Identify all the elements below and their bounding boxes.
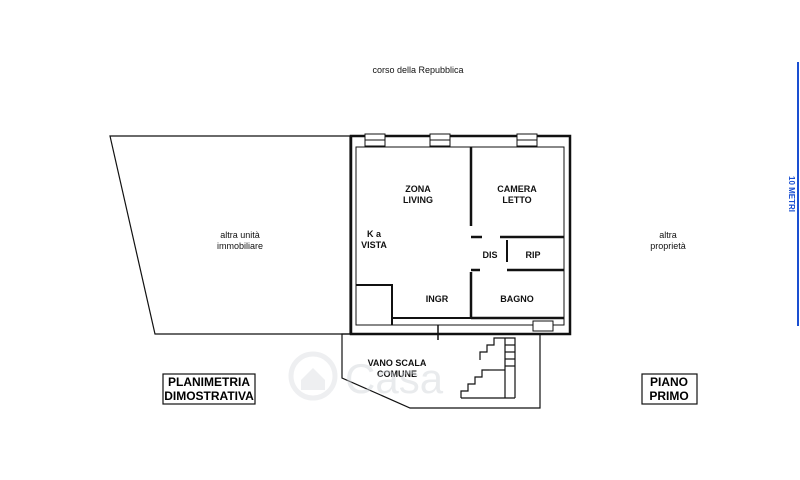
street-label: corso della Repubblica — [372, 65, 463, 75]
floor-box — [641, 373, 698, 405]
left-area-line2: immobiliare — [217, 241, 263, 251]
right-area-line2: proprietà — [650, 241, 686, 251]
room-living-line1: ZONA — [405, 184, 431, 194]
floor-box-line1: PIANO — [650, 375, 688, 389]
room-bagno: BAGNO — [500, 294, 534, 304]
floor-box-line2: PRIMO — [649, 389, 688, 403]
title-box-line2: DIMOSTRATIVA — [164, 389, 254, 403]
room-bedroom-line1: CAMERA — [497, 184, 537, 194]
room-ingr: INGR — [426, 294, 449, 304]
apartment-outer-wall — [349, 134, 572, 336]
room-living-line2: LIVING — [403, 195, 433, 205]
scale-label: 10 METRI — [787, 176, 796, 212]
room-stair-line2: COMUNE — [377, 369, 417, 379]
room-rip: RIP — [525, 250, 540, 260]
left-area-line1: altra unità — [220, 230, 260, 240]
title-box-line1: PLANIMETRIA — [168, 375, 250, 389]
room-stair-line1: VANO SCALA — [368, 358, 427, 368]
windows-top — [364, 133, 554, 332]
watermark-logo — [288, 351, 338, 401]
stairs — [460, 337, 516, 399]
stairwell-outline — [341, 333, 541, 409]
title-box — [162, 373, 256, 405]
room-kitchen-line2: VISTA — [361, 240, 387, 250]
room-bedroom-line2: LETTO — [502, 195, 531, 205]
interior-walls — [356, 147, 564, 340]
room-dis: DIS — [482, 250, 497, 260]
room-kitchen-line1: K a — [367, 229, 382, 239]
watermark-text: Casa — [345, 355, 444, 402]
right-area-line1: altra — [659, 230, 677, 240]
